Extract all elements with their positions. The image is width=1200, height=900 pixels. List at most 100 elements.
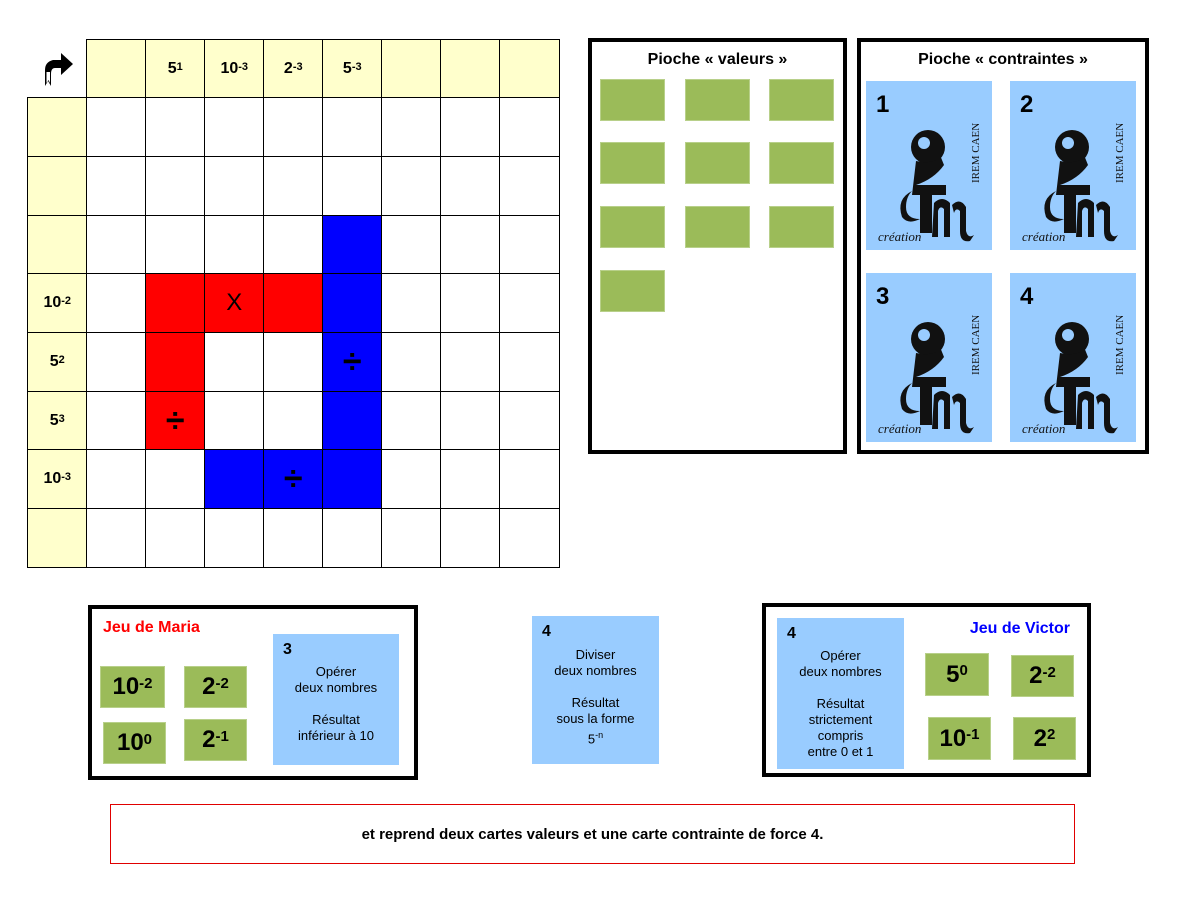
column-header: 5-3: [322, 39, 383, 99]
victor-value-card[interactable]: 2-2: [1011, 655, 1074, 697]
valeur-card-facedown[interactable]: [769, 206, 834, 248]
board-cell[interactable]: [381, 391, 442, 451]
maria-value-card[interactable]: 2-1: [184, 719, 247, 761]
board-cell[interactable]: [204, 97, 265, 158]
corner-cell[interactable]: [27, 39, 88, 99]
board-cell-blue[interactable]: [322, 273, 383, 334]
board-cell[interactable]: [263, 156, 324, 217]
board-cell[interactable]: [86, 273, 147, 334]
board-cell-blue[interactable]: ÷: [263, 449, 324, 510]
board-cell[interactable]: [440, 449, 501, 510]
board-cell[interactable]: [499, 449, 560, 510]
share-arrow-icon[interactable]: [39, 50, 75, 88]
board-cell[interactable]: [204, 332, 265, 393]
board-cell[interactable]: [499, 156, 560, 217]
board-cell[interactable]: [499, 273, 560, 334]
board-cell[interactable]: [204, 391, 265, 451]
pioche-contraintes-title: Pioche « contraintes »: [918, 51, 1088, 68]
board-cell-red[interactable]: ÷: [145, 391, 206, 451]
board-cell[interactable]: [86, 391, 147, 451]
board-cell[interactable]: [86, 449, 147, 510]
board-cell[interactable]: [440, 156, 501, 217]
board-cell[interactable]: [145, 156, 206, 217]
board-cell[interactable]: [440, 273, 501, 334]
divide-symbol: ÷: [342, 343, 362, 382]
valeur-card-facedown[interactable]: [769, 79, 834, 121]
board-cell[interactable]: [499, 508, 560, 568]
board-cell[interactable]: [204, 156, 265, 217]
board-cell[interactable]: [204, 508, 265, 568]
board-cell[interactable]: [145, 449, 206, 510]
board-cell[interactable]: [263, 332, 324, 393]
board-cell[interactable]: [440, 97, 501, 158]
board-cell[interactable]: [145, 215, 206, 275]
valeur-card-facedown[interactable]: [600, 79, 665, 121]
status-message: et reprend deux cartes valeurs et une ca…: [110, 804, 1075, 864]
board-cell[interactable]: [381, 215, 442, 275]
board-cell[interactable]: [381, 508, 442, 568]
board-cell[interactable]: [381, 449, 442, 510]
board-cell[interactable]: [263, 508, 324, 568]
board-cell[interactable]: [322, 97, 383, 158]
board-cell-red[interactable]: [145, 332, 206, 393]
board-cell-red[interactable]: [145, 273, 206, 334]
board-cell-red[interactable]: X: [204, 273, 265, 334]
board-cell[interactable]: [381, 97, 442, 158]
board-cell-blue[interactable]: ÷: [322, 332, 383, 393]
valeur-card-facedown[interactable]: [685, 79, 750, 121]
board-cell[interactable]: [381, 156, 442, 217]
board-cell[interactable]: [499, 332, 560, 393]
board-cell[interactable]: [499, 215, 560, 275]
board-cell[interactable]: [145, 97, 206, 158]
board-cell[interactable]: [322, 508, 383, 568]
board-cell[interactable]: [263, 97, 324, 158]
board-cell[interactable]: [145, 508, 206, 568]
board-cell-red[interactable]: [263, 273, 324, 334]
maria-value-card[interactable]: 2-2: [184, 666, 247, 708]
board-cell[interactable]: [440, 332, 501, 393]
board-cell[interactable]: [440, 391, 501, 451]
board-cell-blue[interactable]: [204, 449, 265, 510]
played-constraint-card[interactable]: 4 Diviser deux nombres Résultat sous la …: [532, 616, 659, 764]
row-header: [27, 156, 88, 217]
maria-constraint-card[interactable]: 3 Opérer deux nombres Résultat inférieur…: [273, 634, 399, 765]
valeur-card-facedown[interactable]: [769, 142, 834, 184]
valeur-card-facedown[interactable]: [600, 142, 665, 184]
board-cell-blue[interactable]: [322, 391, 383, 451]
board-cell[interactable]: [499, 97, 560, 158]
card-number: 1: [876, 91, 890, 118]
board-cell-blue[interactable]: [322, 449, 383, 510]
board-cell[interactable]: [86, 215, 147, 275]
board-cell[interactable]: [86, 156, 147, 217]
victor-constraint-card[interactable]: 4 Opérer deux nombres Résultat stricteme…: [777, 618, 904, 769]
board-cell[interactable]: [86, 97, 147, 158]
maria-value-card[interactable]: 10-2: [100, 666, 165, 708]
board-cell[interactable]: [86, 332, 147, 393]
board-cell[interactable]: [204, 215, 265, 275]
valeur-card-facedown[interactable]: [685, 206, 750, 248]
valeur-card-facedown[interactable]: [600, 206, 665, 248]
valeur-card-facedown[interactable]: [685, 142, 750, 184]
board-cell[interactable]: [322, 156, 383, 217]
board-cell[interactable]: [381, 273, 442, 334]
valeur-card-facedown[interactable]: [600, 270, 665, 312]
board-cell[interactable]: [381, 332, 442, 393]
board-cell[interactable]: [440, 508, 501, 568]
victor-value-card[interactable]: 10-1: [928, 717, 991, 760]
board-cell[interactable]: [499, 391, 560, 451]
board-cell[interactable]: [440, 215, 501, 275]
board-cell[interactable]: [263, 215, 324, 275]
victor-hand: Jeu de Victor 4 Opérer deux nombres Résu…: [762, 603, 1091, 777]
board-cell[interactable]: [86, 508, 147, 568]
board-cell-blue[interactable]: [322, 215, 383, 275]
board-cell[interactable]: [263, 391, 324, 451]
svg-text:création: création: [878, 229, 921, 244]
